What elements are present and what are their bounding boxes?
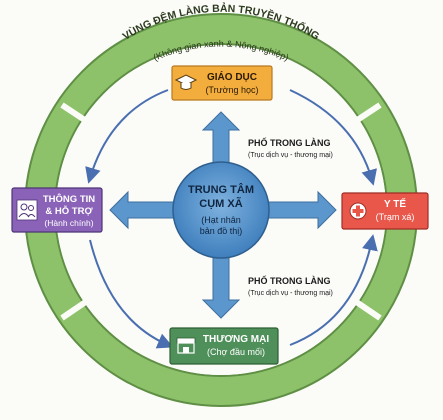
people-icon [16,199,38,221]
center-line1: TRUNG TÂM [188,183,254,196]
street-bottom-title: PHỐ TRONG LÀNG [248,275,331,286]
arrow-right [261,190,337,230]
commerce-subtitle: (Chợ đầu mối) [207,347,265,357]
info-title: THÔNG TIN [43,193,95,205]
info-subtitle: (Hành chính) [44,218,93,228]
info-node: THÔNG TIN & HỖ TRỢ (Hành chính) [11,187,103,233]
connector-edu-info [85,89,169,184]
center-line3: (Hạt nhân [201,215,241,225]
education-title: GIÁO DỤC [207,70,257,83]
street-top-title: PHỐ TRONG LÀNG [248,137,331,148]
center-line2: CỤM XÃ [199,197,242,210]
ring-connectors [85,89,378,349]
education-node: GIÁO DỤC (Trường học) [171,65,273,101]
connector-commerce-health [289,234,378,346]
health-node: Y TẾ (Trạm xá) [341,192,429,230]
graduation-cap-icon [174,74,198,90]
info-title2: & HỖ TRỢ [45,205,93,217]
medical-cross-icon [349,202,367,220]
health-title: Y TẾ [384,197,406,210]
street-bottom-subtitle: (Trục dịch vụ - thương mại) [248,290,333,297]
health-subtitle: (Trạm xá) [376,212,415,222]
commerce-node: THƯƠNG MẠI (Chợ đầu mối) [169,327,279,365]
street-top-subtitle: (Trục dịch vụ - thương mại) [248,152,333,159]
commerce-title: THƯƠNG MẠI [203,334,269,345]
arrow-left [109,190,181,230]
center-line4: bản đồ thị) [200,226,243,236]
connector-edu-health [289,89,377,186]
connector-info-commerce [89,239,174,349]
cross-arrows [109,111,337,319]
center-hub [172,161,270,259]
education-subtitle: (Trường học) [205,85,258,95]
market-stall-icon [176,337,196,354]
